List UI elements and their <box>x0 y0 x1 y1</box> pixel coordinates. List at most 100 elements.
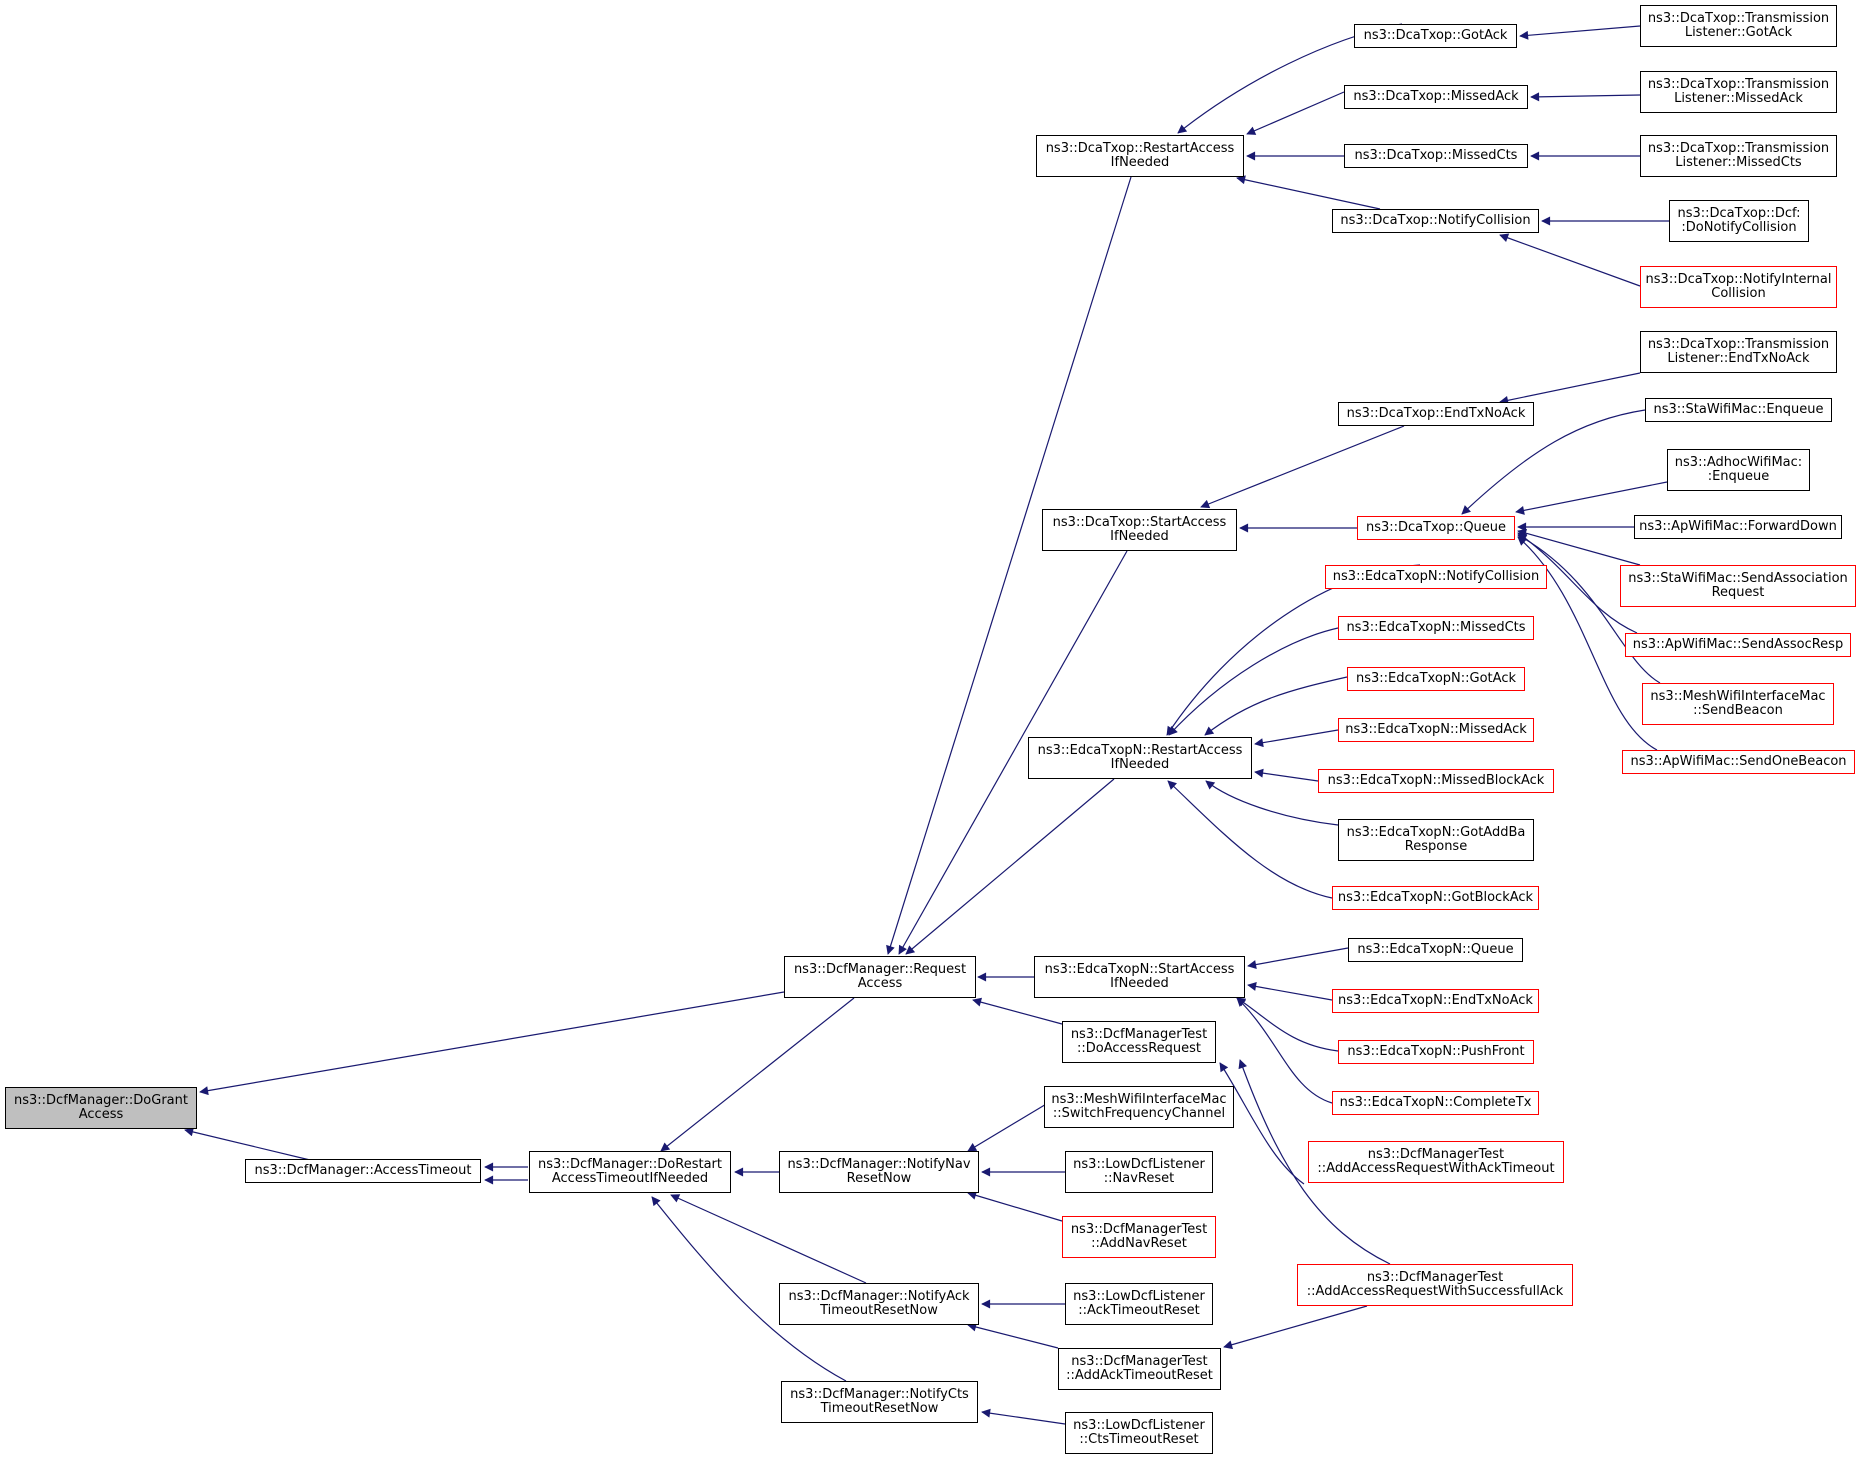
node-label: ns3::DcfManagerTest ::AddAccessRequestWi… <box>1317 1147 1555 1176</box>
node-ap-forward-down[interactable]: ns3::ApWifiMac::ForwardDown <box>1634 515 1842 539</box>
node-label: ns3::EdcaTxopN::PushFront <box>1347 1044 1525 1059</box>
node-edcatxopn-complete-tx[interactable]: ns3::EdcaTxopN::CompleteTx <box>1332 1091 1539 1115</box>
call-edge <box>1236 175 1381 210</box>
node-dcatxop-notify-internal-collision[interactable]: ns3::DcaTxop::NotifyInternal Collision <box>1640 266 1837 308</box>
node-request-access[interactable]: ns3::DcfManager::Request Access <box>784 956 976 998</box>
node-dcatxop-notify-collision[interactable]: ns3::DcaTxop::NotifyCollision <box>1332 209 1539 233</box>
node-edcatxopn-got-block-ack[interactable]: ns3::EdcaTxopN::GotBlockAck <box>1332 886 1539 910</box>
node-mesh-switch-frequency[interactable]: ns3::MeshWifiInterfaceMac ::SwitchFreque… <box>1044 1086 1234 1128</box>
node-label: ns3::DcaTxop::Transmission Listener::End… <box>1647 337 1830 366</box>
node-label: ns3::LowDcfListener ::CtsTimeoutReset <box>1073 1418 1205 1447</box>
node-dcatxop-missed-ack[interactable]: ns3::DcaTxop::MissedAck <box>1344 85 1528 109</box>
node-dcf-do-notify-collision[interactable]: ns3::DcaTxop::Dcf: :DoNotifyCollision <box>1669 200 1809 242</box>
node-edcatxopn-missed-block-ack[interactable]: ns3::EdcaTxopN::MissedBlockAck <box>1318 769 1554 793</box>
node-ap-send-one-beacon[interactable]: ns3::ApWifiMac::SendOneBeacon <box>1622 750 1855 774</box>
node-dcatxop-missed-cts[interactable]: ns3::DcaTxop::MissedCts <box>1344 144 1528 168</box>
call-edge <box>1254 729 1339 748</box>
node-label: ns3::EdcaTxopN::NotifyCollision <box>1332 569 1540 584</box>
call-edge <box>1236 997 1339 1052</box>
node-label: ns3::ApWifiMac::SendOneBeacon <box>1630 754 1847 769</box>
call-edge <box>1246 91 1345 135</box>
node-mesh-send-beacon[interactable]: ns3::MeshWifiInterfaceMac ::SendBeacon <box>1642 683 1834 725</box>
node-dmt-add-nav-reset[interactable]: ns3::DcfManagerTest ::AddNavReset <box>1062 1216 1216 1258</box>
node-label: ns3::DcaTxop::StartAccess IfNeeded <box>1052 515 1227 544</box>
node-edcatxopn-got-addba-response[interactable]: ns3::EdcaTxopN::GotAddBa Response <box>1338 819 1534 861</box>
node-edcatxopn-end-tx-no-ack[interactable]: ns3::EdcaTxopN::EndTxNoAck <box>1332 989 1539 1013</box>
node-dcatxop-got-ack[interactable]: ns3::DcaTxop::GotAck <box>1354 24 1517 48</box>
node-ap-send-assoc-resp[interactable]: ns3::ApWifiMac::SendAssocResp <box>1625 633 1851 657</box>
node-label: ns3::EdcaTxopN::Queue <box>1357 942 1514 957</box>
node-dcatxop-restart-access[interactable]: ns3::DcaTxop::RestartAccess IfNeeded <box>1036 135 1244 177</box>
node-label: ns3::EdcaTxopN::RestartAccess IfNeeded <box>1037 743 1243 772</box>
node-notify-ack-timeout-reset-now[interactable]: ns3::DcfManager::NotifyAck TimeoutResetN… <box>779 1283 979 1325</box>
node-sta-send-association-request[interactable]: ns3::StaWifiMac::SendAssociation Request <box>1620 565 1856 607</box>
node-edcatxopn-notify-collision[interactable]: ns3::EdcaTxopN::NotifyCollision <box>1325 565 1547 589</box>
node-sta-enqueue[interactable]: ns3::StaWifiMac::Enqueue <box>1645 398 1832 422</box>
node-label: ns3::DcaTxop::Transmission Listener::Mis… <box>1647 77 1830 106</box>
node-tl-missed-cts[interactable]: ns3::DcaTxop::Transmission Listener::Mis… <box>1640 135 1837 177</box>
node-dmt-do-access-request[interactable]: ns3::DcfManagerTest ::DoAccessRequest <box>1062 1021 1216 1063</box>
node-label: ns3::ApWifiMac::ForwardDown <box>1639 519 1837 534</box>
node-label: ns3::DcaTxop::MissedCts <box>1354 148 1518 163</box>
node-tl-missed-ack[interactable]: ns3::DcaTxop::Transmission Listener::Mis… <box>1640 71 1837 113</box>
node-label: ns3::LowDcfListener ::NavReset <box>1073 1157 1205 1186</box>
node-tl-got-ack[interactable]: ns3::DcaTxop::Transmission Listener::Got… <box>1640 5 1837 47</box>
call-edge <box>1499 372 1641 405</box>
node-notify-nav-reset-now[interactable]: ns3::DcfManager::NotifyNav ResetNow <box>779 1151 979 1193</box>
node-label: ns3::EdcaTxopN::StartAccess IfNeeded <box>1044 962 1235 991</box>
node-label: ns3::DcaTxop::NotifyInternal Collision <box>1645 272 1832 301</box>
call-edge <box>1499 233 1641 287</box>
node-label: ns3::DcfManager::NotifyCts TimeoutResetN… <box>790 1387 969 1416</box>
node-edcatxopn-push-front[interactable]: ns3::EdcaTxopN::PushFront <box>1338 1040 1534 1064</box>
node-edcatxopn-got-ack[interactable]: ns3::EdcaTxopN::GotAck <box>1347 667 1525 691</box>
node-edcatxopn-start-access[interactable]: ns3::EdcaTxopN::StartAccess IfNeeded <box>1034 956 1245 998</box>
node-label: ns3::DcaTxop::Dcf: :DoNotifyCollision <box>1677 206 1801 235</box>
call-edge <box>1168 627 1339 736</box>
call-edge <box>972 997 1063 1025</box>
node-label: ns3::DcfManagerTest ::AddAckTimeoutReset <box>1066 1354 1213 1383</box>
call-edge <box>1519 25 1641 40</box>
node-notify-cts-timeout-reset-now[interactable]: ns3::DcfManager::NotifyCts TimeoutResetN… <box>781 1381 978 1423</box>
node-adhoc-enqueue[interactable]: ns3::AdhocWifiMac: :Enqueue <box>1667 449 1810 491</box>
node-dmt-add-access-success-ack[interactable]: ns3::DcfManagerTest ::AddAccessRequestWi… <box>1297 1264 1573 1306</box>
node-label: ns3::LowDcfListener ::AckTimeoutReset <box>1073 1289 1205 1318</box>
node-dmt-add-ack-timeout-reset[interactable]: ns3::DcfManagerTest ::AddAckTimeoutReset <box>1058 1348 1221 1390</box>
node-label: ns3::DcaTxop::Transmission Listener::Mis… <box>1647 141 1830 170</box>
node-tl-end-tx-no-ack[interactable]: ns3::DcaTxop::Transmission Listener::End… <box>1640 331 1837 373</box>
node-edcatxopn-missed-cts[interactable]: ns3::EdcaTxopN::MissedCts <box>1338 616 1534 640</box>
node-label: ns3::DcfManagerTest ::AddAccessRequestWi… <box>1306 1270 1564 1299</box>
call-edge <box>1200 425 1405 509</box>
call-edge <box>1530 92 1641 102</box>
node-low-ack-timeout-reset[interactable]: ns3::LowDcfListener ::AckTimeoutReset <box>1065 1283 1213 1325</box>
node-label: ns3::DcaTxop::GotAck <box>1363 28 1508 43</box>
call-edge <box>1205 780 1339 826</box>
node-label: ns3::ApWifiMac::SendAssocResp <box>1632 637 1844 652</box>
node-dcatxop-queue[interactable]: ns3::DcaTxop::Queue <box>1357 516 1515 540</box>
node-do-restart-access-timeout[interactable]: ns3::DcfManager::DoRestart AccessTimeout… <box>529 1151 731 1193</box>
call-edge <box>199 991 785 1096</box>
call-edge <box>1517 536 1658 751</box>
node-dcatxop-end-tx-no-ack[interactable]: ns3::DcaTxop::EndTxNoAck <box>1338 402 1534 426</box>
call-edge <box>967 1096 1059 1152</box>
node-label: ns3::DcfManager::AccessTimeout <box>254 1163 472 1178</box>
node-dcatxop-start-access[interactable]: ns3::DcaTxop::StartAccess IfNeeded <box>1042 509 1237 551</box>
node-label: ns3::StaWifiMac::SendAssociation Request <box>1628 571 1848 600</box>
node-low-cts-timeout-reset[interactable]: ns3::LowDcfListener ::CtsTimeoutReset <box>1065 1412 1213 1454</box>
node-edcatxopn-missed-ack[interactable]: ns3::EdcaTxopN::MissedAck <box>1338 718 1534 742</box>
node-label: ns3::DcfManager::NotifyNav ResetNow <box>787 1157 971 1186</box>
node-low-nav-reset[interactable]: ns3::LowDcfListener ::NavReset <box>1065 1151 1213 1193</box>
node-edcatxopn-restart-access[interactable]: ns3::EdcaTxopN::RestartAccess IfNeeded <box>1028 737 1252 779</box>
node-label: ns3::EdcaTxopN::GotBlockAck <box>1337 890 1534 905</box>
node-label: ns3::EdcaTxopN::MissedAck <box>1345 722 1527 737</box>
node-access-timeout[interactable]: ns3::DcfManager::AccessTimeout <box>245 1159 481 1183</box>
node-label: ns3::EdcaTxopN::CompleteTx <box>1339 1095 1532 1110</box>
node-edcatxopn-queue[interactable]: ns3::EdcaTxopN::Queue <box>1348 938 1523 962</box>
call-edge <box>905 778 1115 955</box>
node-label: ns3::EdcaTxopN::MissedBlockAck <box>1327 773 1545 788</box>
node-dmt-add-access-ack-timeout[interactable]: ns3::DcfManagerTest ::AddAccessRequestWi… <box>1308 1141 1564 1183</box>
node-label: ns3::EdcaTxopN::MissedCts <box>1346 620 1526 635</box>
node-label: ns3::DcfManagerTest ::DoAccessRequest <box>1070 1027 1208 1056</box>
node-label: ns3::MeshWifiInterfaceMac ::SwitchFreque… <box>1051 1092 1227 1121</box>
node-label: ns3::DcaTxop::MissedAck <box>1353 89 1519 104</box>
node-label: ns3::DcfManager::Request Access <box>793 962 967 991</box>
